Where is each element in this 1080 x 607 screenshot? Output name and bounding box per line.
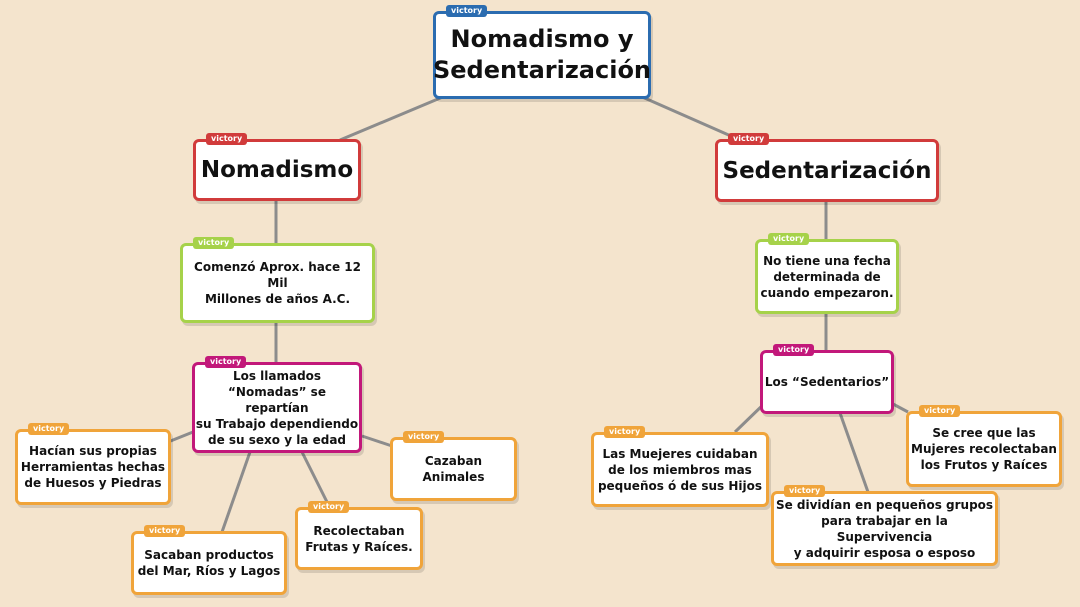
node-text: Los llamados “Nomadas” se repartían su T… bbox=[195, 368, 359, 447]
link-sedentarios-dividian bbox=[838, 412, 870, 493]
node-tag: victory bbox=[728, 133, 770, 145]
node-text: Sedentarización bbox=[722, 157, 932, 184]
node-se-dividian[interactable]: victory Se dividían en pequeños grupos p… bbox=[771, 485, 998, 566]
node-root-topic[interactable]: victory Nomadismo y Sedentarización bbox=[432, 5, 652, 99]
link-llamados-sacaban bbox=[220, 451, 252, 533]
node-tag: victory bbox=[919, 405, 961, 417]
node-llamados-nomadas[interactable]: victory Los llamados “Nomadas” se repart… bbox=[192, 356, 362, 453]
link-root-sedentarizacion bbox=[639, 94, 741, 142]
node-nomadismo[interactable]: victory Nomadismo bbox=[193, 133, 361, 201]
node-sedentarizacion[interactable]: victory Sedentarización bbox=[715, 133, 939, 202]
node-comenzo[interactable]: victory Comenzó Aprox. hace 12 Mil Millo… bbox=[180, 237, 375, 323]
link-llamados-cazaban bbox=[361, 434, 393, 448]
node-text: Se cree que las Mujeres recolectaban los… bbox=[911, 426, 1057, 472]
node-text: Comenzó Aprox. hace 12 Mil Millones de a… bbox=[194, 260, 361, 306]
node-recolectaban[interactable]: victory Recolectaban Frutas y Raíces. bbox=[295, 501, 423, 570]
node-tag: victory bbox=[205, 356, 247, 368]
node-tag: victory bbox=[773, 344, 815, 356]
node-tag: victory bbox=[768, 233, 810, 245]
node-tag: victory bbox=[446, 5, 488, 17]
node-text: Se dividían en pequeños grupos para trab… bbox=[775, 497, 994, 560]
node-tag: victory bbox=[206, 133, 248, 145]
node-tag: victory bbox=[784, 485, 826, 497]
node-tag: victory bbox=[193, 237, 235, 249]
node-text: Cazaban Animales bbox=[422, 454, 485, 484]
node-text: Nomadismo bbox=[200, 157, 354, 183]
link-llamados-hacian bbox=[167, 430, 194, 444]
node-text: Los “Sedentarios” bbox=[764, 375, 890, 389]
node-sedentarios[interactable]: victory Los “Sedentarios” bbox=[760, 344, 894, 414]
node-cazaban[interactable]: victory Cazaban Animales bbox=[390, 431, 517, 501]
link-sedentarios-secree bbox=[892, 402, 909, 414]
node-se-cree[interactable]: victory Se cree que las Mujeres recolect… bbox=[906, 405, 1062, 487]
node-tag: victory bbox=[403, 431, 445, 443]
node-tag: victory bbox=[308, 501, 350, 513]
node-text: Recolectaban Frutas y Raíces. bbox=[305, 523, 413, 554]
node-text: Nomadismo y Sedentarización bbox=[432, 25, 652, 84]
node-hacian-herramientas[interactable]: victory Hacían sus propias Herramientas … bbox=[15, 423, 171, 505]
node-text: Sacaban productos del Mar, Ríos y Lagos bbox=[137, 548, 281, 578]
link-root-nomadismo bbox=[339, 94, 446, 142]
node-text: Hacían sus propias Herramientas hechas d… bbox=[20, 444, 166, 490]
node-muejeres-cuidaban[interactable]: victory Las Muejeres cuidaban de los mie… bbox=[591, 426, 769, 507]
node-sacaban-productos[interactable]: victory Sacaban productos del Mar, Ríos … bbox=[131, 525, 287, 595]
node-tag: victory bbox=[28, 423, 70, 435]
node-tag: victory bbox=[604, 426, 646, 438]
link-llamados-recolectaban bbox=[300, 451, 332, 509]
node-no-fecha[interactable]: victory No tiene una fecha determinada d… bbox=[755, 233, 899, 314]
node-text: Las Muejeres cuidaban de los miembros ma… bbox=[597, 446, 763, 493]
node-tag: victory bbox=[144, 525, 186, 537]
node-text: No tiene una fecha determinada de cuando… bbox=[760, 253, 894, 300]
